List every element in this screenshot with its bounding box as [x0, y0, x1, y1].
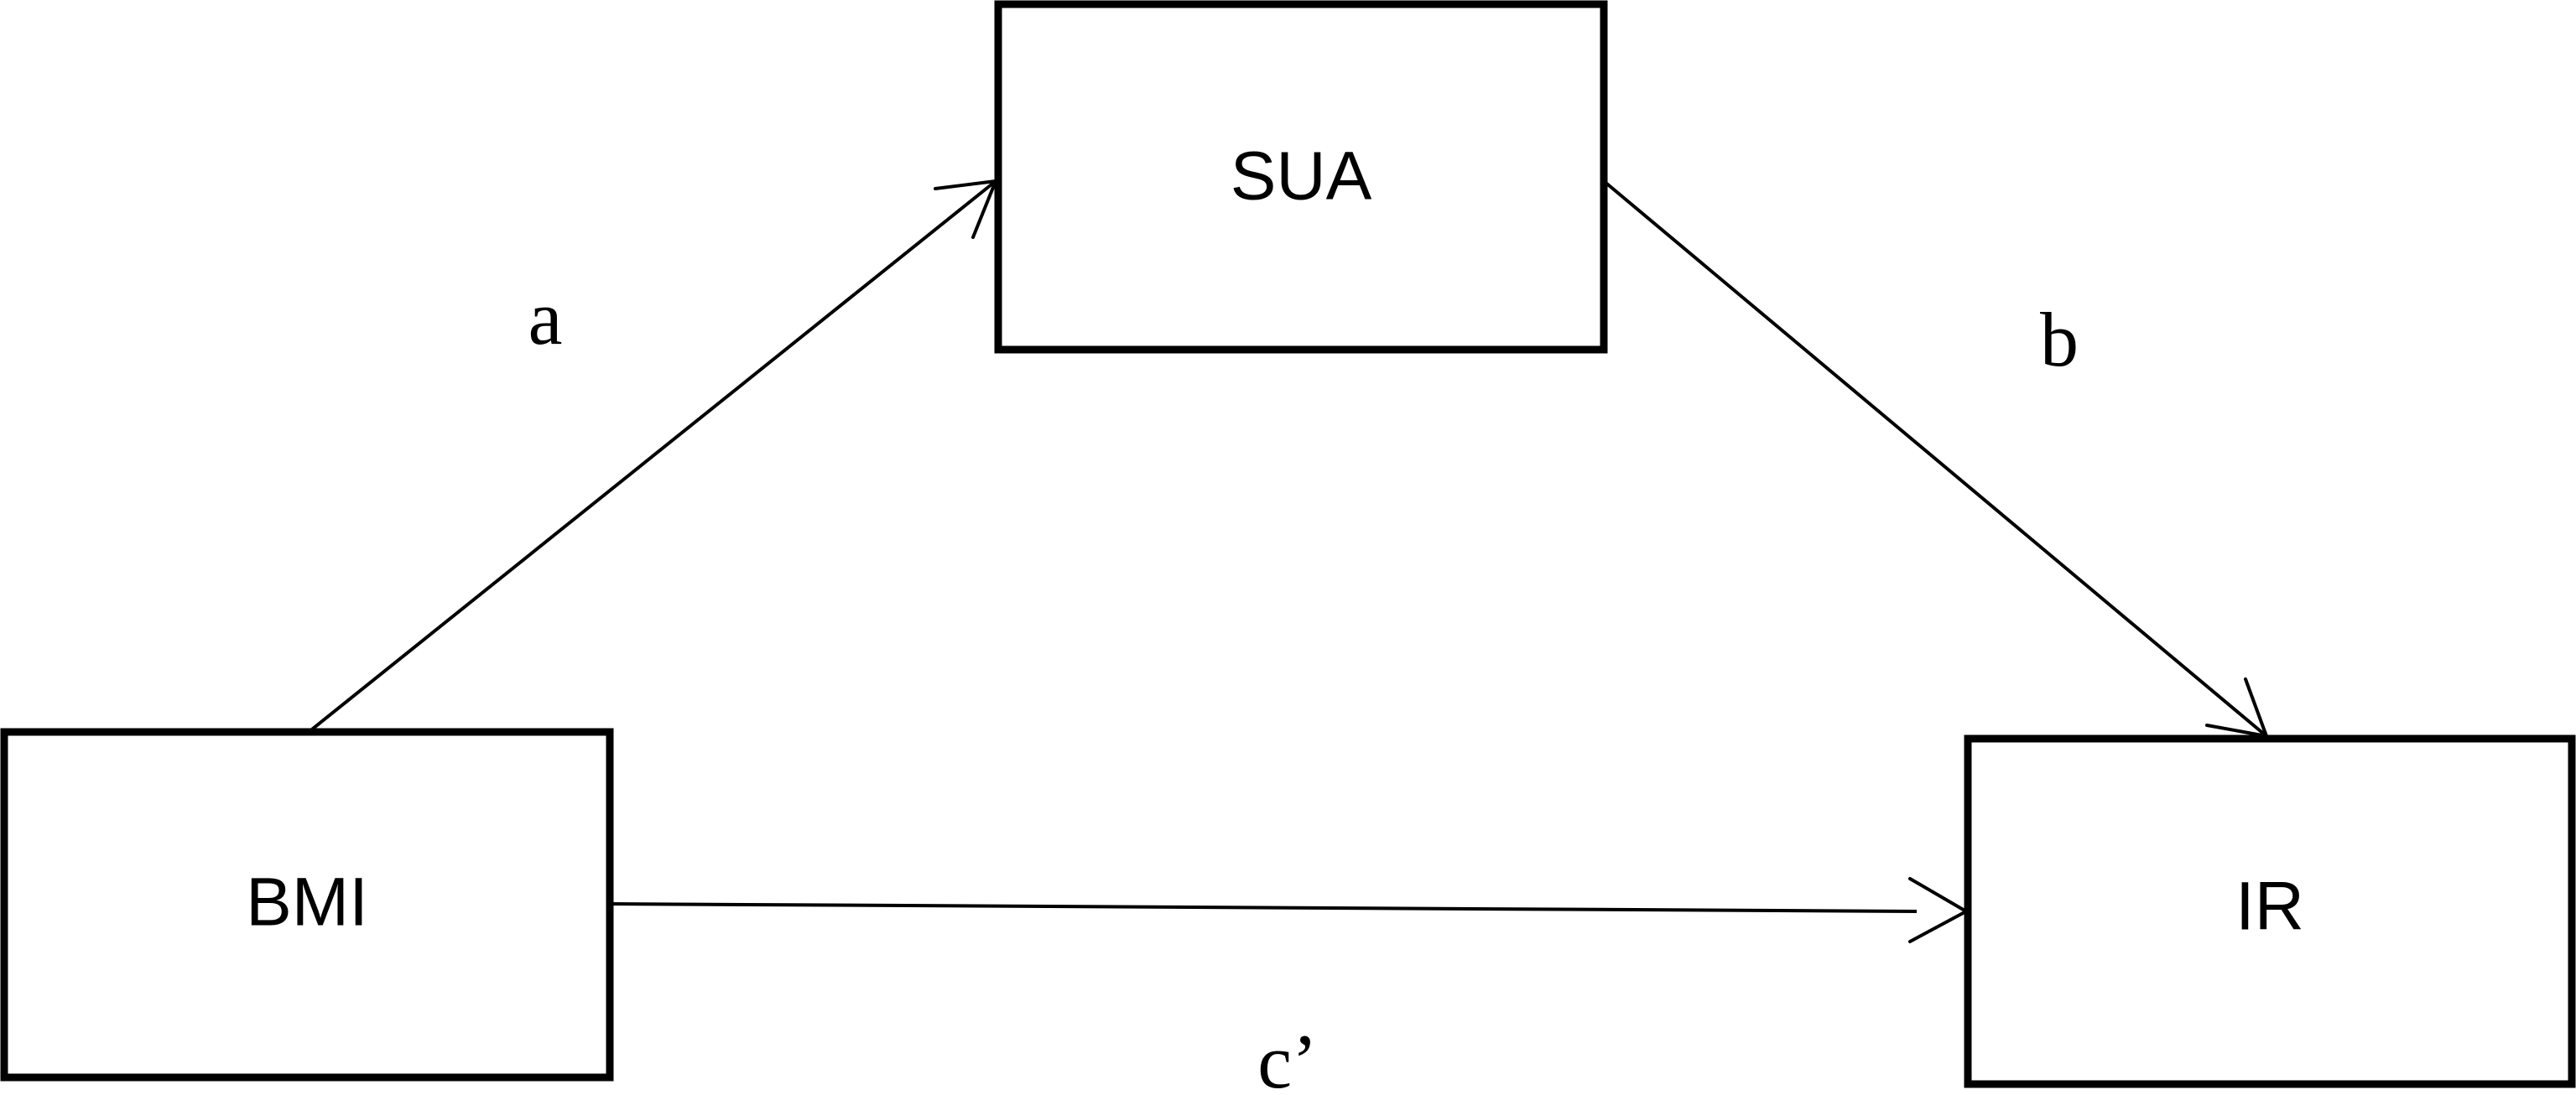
- edge-path-b-label: b: [2040, 297, 2079, 382]
- node-sua-label: SUA: [1231, 138, 1372, 215]
- edge-path-a: [307, 179, 997, 734]
- edge-path-a-line: [307, 179, 997, 734]
- node-bmi: BMI: [0, 728, 614, 1082]
- edge-path-b: [1602, 179, 2268, 738]
- node-ir-label: IR: [2235, 869, 2304, 945]
- edge-path-c-prime-line: [608, 902, 1918, 913]
- node-ir-box: [1964, 734, 2576, 1088]
- node-sua-box: [994, 0, 1608, 354]
- node-bmi-label: BMI: [246, 864, 368, 941]
- node-sua: SUA: [994, 0, 1608, 354]
- edge-path-c-prime-label: c’: [1257, 1019, 1317, 1095]
- edge-path-a-label: a: [528, 275, 563, 361]
- edge-path-c-prime-arrowhead: [1908, 877, 1968, 943]
- node-ir: IR: [1964, 734, 2576, 1088]
- node-bmi-box: [0, 728, 614, 1082]
- edge-path-c-prime: [608, 877, 1968, 943]
- edge-path-b-line: [1602, 179, 2268, 738]
